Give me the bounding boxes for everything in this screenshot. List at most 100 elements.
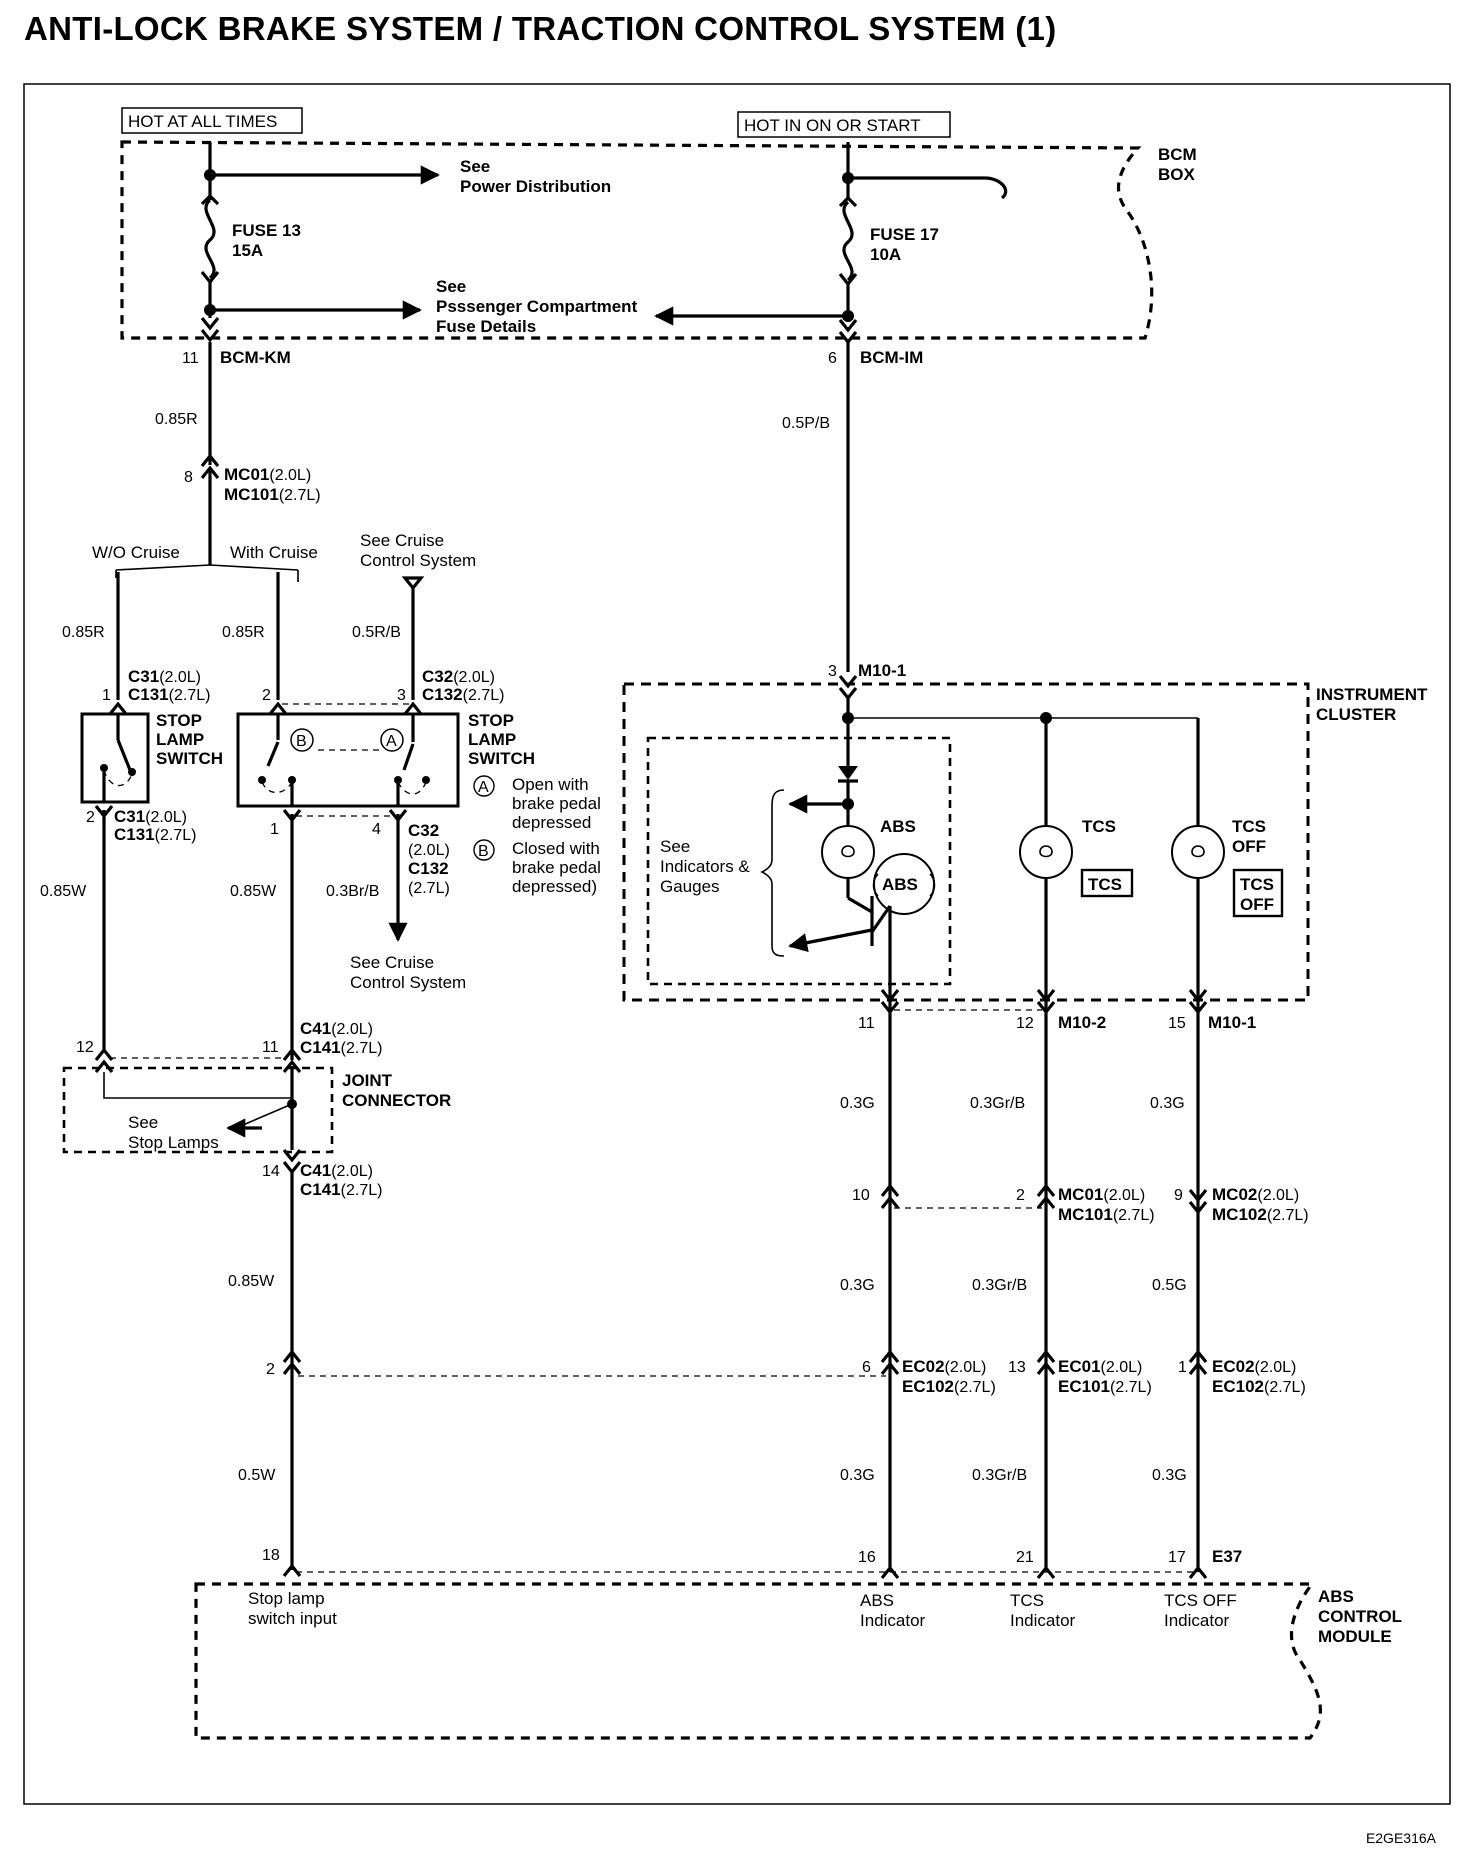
connector-label: MC102(2.7L) (1212, 1205, 1309, 1224)
wire-label: 0.3Gr/B (972, 1467, 1027, 1484)
connector-label: C131(2.7L) (128, 685, 210, 704)
switch-a-label: A (386, 733, 397, 750)
hot-at-all-times-box (121, 107, 303, 134)
pin-label: 2 (1016, 1187, 1025, 1204)
wire-label: 0.3Br/B (326, 883, 379, 900)
tcs-off-lamp (1171, 825, 1225, 879)
pin-label: 6 (862, 1359, 871, 1376)
see-passenger-label: Fuse Details (436, 317, 536, 336)
abs-warning-text: ABS (882, 875, 918, 894)
abs-indicator-label: ABS (860, 1591, 894, 1610)
tcs-off-indicator-label: TCS OFF (1164, 1591, 1237, 1610)
joint-connector-box (62, 1066, 334, 1154)
wire-label: 0.85R (155, 411, 198, 428)
connector-label: C141(2.7L) (300, 1038, 382, 1057)
wire-label: 0.3G (1152, 1467, 1187, 1484)
page-title: ANTI-LOCK BRAKE SYSTEM / TRACTION CONTRO… (24, 10, 1057, 47)
pin-label: 10 (852, 1187, 870, 1204)
indicators-gauges-box (646, 736, 952, 986)
with-cruise-label: With Cruise (230, 543, 318, 562)
pin-label: 21 (1016, 1549, 1034, 1566)
see-passenger-label: Psssenger Compartment (436, 297, 638, 316)
see-power-label: Power Distribution (460, 177, 611, 196)
fuse-13-label: FUSE 13 (232, 221, 301, 240)
see-power-label: See (460, 157, 490, 176)
stop-lamp-input-label: Stop lamp (248, 1589, 325, 1608)
fuse-13-label: 15A (232, 241, 263, 260)
pin-label: 18 (262, 1547, 280, 1564)
pin-label: 12 (76, 1039, 94, 1056)
pin-label: 3 (828, 663, 837, 680)
pin-label: 11 (262, 1039, 279, 1056)
see-indicators-label: Indicators & (660, 857, 750, 876)
pin-label: 11 (182, 350, 199, 367)
connector-label: EC02(2.0L) (1212, 1357, 1296, 1376)
see-indicators-label: See (660, 837, 690, 856)
connector-label: EC102(2.7L) (1212, 1377, 1306, 1396)
see-passenger-label: See (436, 277, 466, 296)
drawing-code: E2GE316A (1365, 1830, 1436, 1846)
connector-label: EC01(2.0L) (1058, 1357, 1142, 1376)
note-a-text: brake pedal (512, 794, 601, 813)
connector-label: EC02(2.0L) (902, 1357, 986, 1376)
connector-label: MC01(2.0L) (224, 465, 311, 484)
hot-at-all-times-label: HOT AT ALL TIMES (128, 112, 277, 131)
stop-lamp-switch-label: LAMP (156, 730, 204, 749)
wire-label: 0.3G (840, 1095, 875, 1112)
wire-label: 0.3Gr/B (970, 1095, 1025, 1112)
pin-label: 12 (1016, 1015, 1034, 1032)
pin-label: 11 (858, 1015, 875, 1032)
connector-label: EC102(2.7L) (902, 1377, 996, 1396)
see-indicators-label: Gauges (660, 877, 720, 896)
tcs-indicator-label: TCS (1010, 1591, 1044, 1610)
connector-label: (2.0L) (408, 842, 450, 859)
connector-label: C32(2.0L) (422, 667, 495, 686)
stop-lamp-switch-label: STOP (468, 711, 514, 730)
stop-lamp-switch-label: SWITCH (156, 749, 223, 768)
note-a-text: depressed (512, 813, 591, 832)
wire-label: 0.5P/B (782, 415, 830, 432)
connector-label: BCM-IM (860, 348, 923, 367)
wire-label: 0.85W (228, 1273, 275, 1290)
wire-label: 0.85W (40, 883, 87, 900)
connector-label: C131(2.7L) (114, 825, 196, 844)
pin-label: 1 (270, 821, 279, 838)
see-cruise-label: Control System (350, 973, 466, 992)
stop-lamp-switch-wo-cruise (80, 712, 150, 804)
note-b-text: brake pedal (512, 858, 601, 877)
pin-label: 2 (86, 809, 95, 826)
stop-lamp-switch-with-cruise (236, 712, 460, 808)
abs-control-module-label: MODULE (1318, 1627, 1392, 1646)
wire-label: 0.85R (62, 624, 105, 641)
wire-label: 0.3G (840, 1277, 875, 1294)
wire-label: 0.85R (222, 624, 265, 641)
abs-control-module-outline (194, 1582, 1322, 1740)
connector-label: C132 (408, 859, 449, 878)
see-cruise-label: See Cruise (360, 531, 444, 550)
tcs-lamp-label: TCS (1082, 817, 1116, 836)
tcs-symbol (1080, 868, 1134, 898)
see-cruise-label: See Cruise (350, 953, 434, 972)
tcs-off-lamp-label: TCS (1232, 817, 1266, 836)
pin-label: 9 (1174, 1187, 1183, 1204)
note-a-marker: A (478, 779, 489, 796)
hot-in-on-box (737, 111, 951, 138)
pin-label: 1 (1178, 1359, 1187, 1376)
connector-label: C31(2.0L) (128, 667, 201, 686)
page-frame (23, 83, 1451, 1805)
switch-b-label: B (296, 733, 307, 750)
abs-lamp-label: ABS (880, 817, 916, 836)
tcs-off-symbol-text: TCS (1240, 875, 1274, 894)
wire-label: 0.3G (840, 1467, 875, 1484)
connector-label: M10-1 (858, 661, 906, 680)
connector-label: MC101(2.7L) (224, 485, 321, 504)
tcs-off-symbol (1232, 868, 1284, 918)
pin-label: 13 (1008, 1359, 1026, 1376)
pin-label: 16 (858, 1549, 876, 1566)
connector-label: E37 (1212, 1547, 1242, 1566)
connector-label: C41(2.0L) (300, 1161, 373, 1180)
connector-label: EC101(2.7L) (1058, 1377, 1152, 1396)
pin-label: 1 (102, 687, 111, 704)
connector-label: C31(2.0L) (114, 807, 187, 826)
instrument-cluster-label: INSTRUMENT (1316, 685, 1428, 704)
